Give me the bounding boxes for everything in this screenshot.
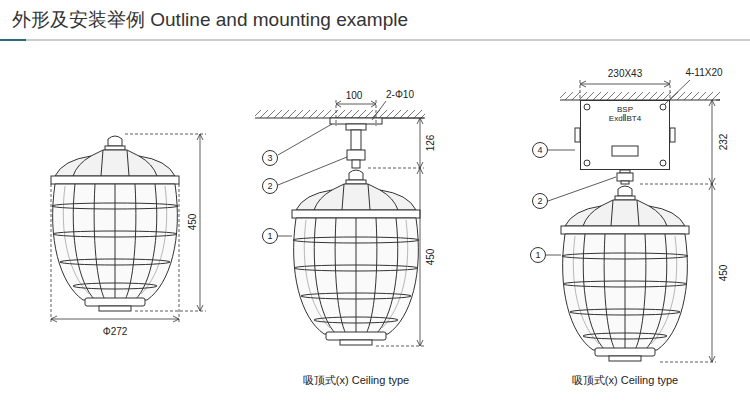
callout-number: 3 (267, 154, 272, 163)
box-marking: BSP (617, 105, 633, 114)
dimension-label: 100 (345, 90, 364, 101)
box-marking: ExdⅡBT4 (609, 114, 641, 123)
callout-circle: 3 (262, 150, 278, 166)
dimension-label: 450 (425, 248, 436, 267)
figure-caption: 吸顶式(x) Ceiling type (571, 374, 679, 386)
callout-number: 4 (537, 146, 542, 155)
callout-circle: 4 (532, 142, 548, 158)
page-title: 外形及安装举例 Outline and mounting example (12, 9, 408, 32)
hole-spec-label: 2-Φ10 (385, 89, 415, 100)
callout-number: 1 (535, 251, 540, 260)
dimension-label: 126 (425, 134, 436, 153)
dimension-label: 450 (718, 264, 729, 283)
callout-circle: 1 (262, 228, 278, 244)
callout-number: 2 (267, 182, 272, 191)
dimension-label: Φ272 (102, 326, 129, 337)
callout-circle: 2 (532, 193, 548, 209)
junction-box: BSPExdⅡBT4 (580, 100, 670, 170)
dimension-label: 450 (187, 213, 198, 232)
dimension-label: 232 (718, 133, 729, 152)
callout-number: 1 (267, 232, 272, 241)
hole-spec-label: 4-11X20 (684, 67, 723, 78)
callout-circle: 1 (530, 247, 546, 263)
figure-caption: 吸顶式(x) Ceiling type (302, 374, 410, 386)
dimension-label: 230X43 (607, 68, 643, 79)
callout-circle: 2 (262, 178, 278, 194)
callout-number: 2 (537, 197, 542, 206)
